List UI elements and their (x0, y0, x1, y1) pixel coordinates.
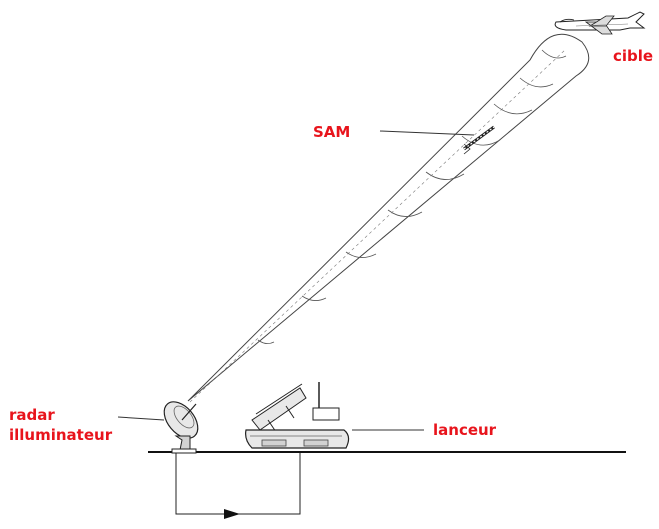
radar-launcher-link (175, 453, 301, 519)
launcher-label: lanceur (433, 421, 497, 439)
target-label: cible (613, 47, 653, 65)
missile-leader-line (379, 130, 475, 136)
beam-section-6 (387, 209, 423, 217)
missile-launcher-vehicle-icon (245, 382, 350, 449)
beam-section-9 (257, 339, 275, 344)
beam-centerline (189, 49, 566, 403)
illumination-beam (187, 33, 590, 403)
beam-section-2 (519, 77, 554, 88)
beam-outline (187, 33, 590, 402)
radar-dish-icon (163, 401, 199, 454)
radar-label-line1: radar (9, 406, 55, 424)
target-aircraft-icon (554, 11, 646, 35)
missile-icon (463, 125, 495, 155)
radar-label-line2: illuminateur (9, 426, 113, 444)
beam-section-5 (425, 171, 465, 180)
beam-section-3 (493, 103, 533, 115)
missile-label: SAM (313, 123, 350, 141)
radar-leader-line (117, 416, 165, 421)
beam-section-1 (541, 49, 567, 59)
beam-section-4 (461, 135, 501, 146)
link-arrow-icon (224, 509, 240, 519)
beam-section-8 (301, 295, 327, 301)
